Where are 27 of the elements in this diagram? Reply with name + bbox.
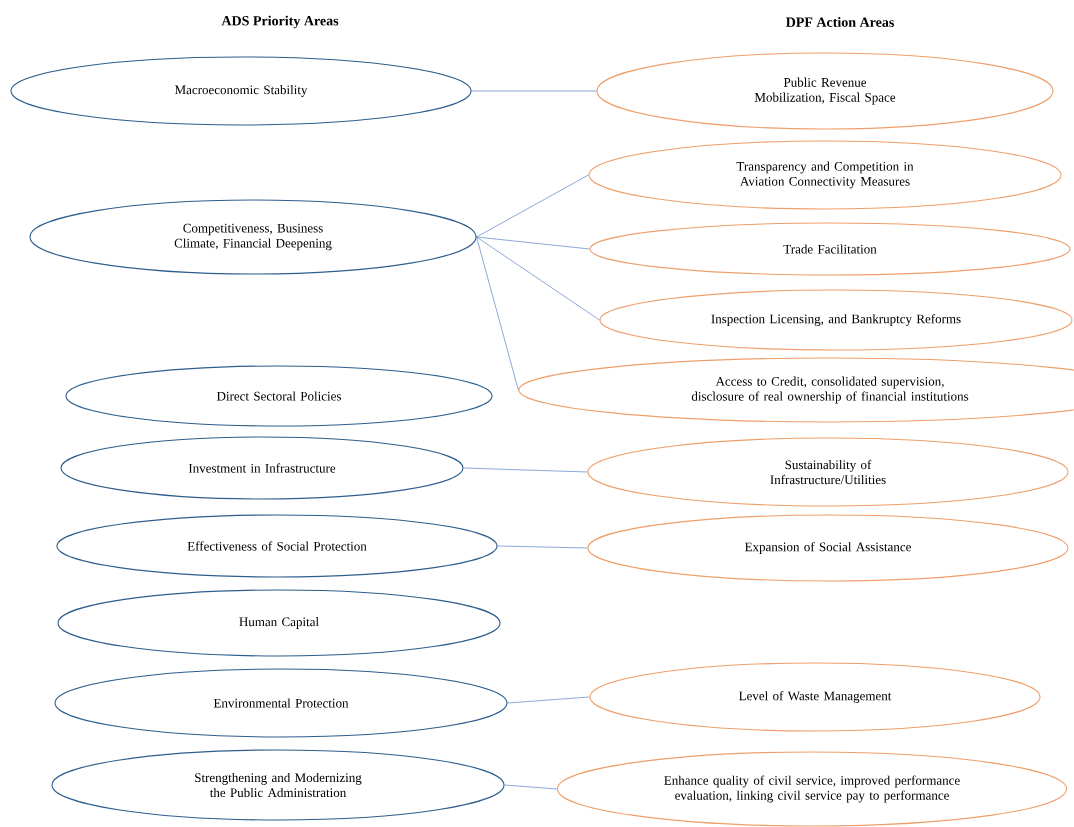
ellipse-node: Human Capital (57, 589, 501, 657)
connector-line (476, 236, 519, 391)
connector-line (507, 696, 590, 704)
connector-line (463, 467, 588, 473)
ellipse-node: Competitiveness, Business Climate, Financial Deepening (29, 199, 477, 275)
ellipse-node: Public Revenue Mobilization, Fiscal Space (596, 52, 1054, 130)
connector-line (504, 784, 558, 790)
ellipse-node: Sustainability of Infrastructure/Utilities (587, 437, 1069, 507)
connector-line (497, 545, 588, 549)
connector-line (476, 174, 589, 238)
connector-line (476, 236, 600, 321)
column-heading: ADS Priority Areas (221, 15, 339, 29)
ellipse-node: Strengthening and Modernizing the Public Administration (51, 749, 505, 821)
ellipse-node: Trade Facilitation (589, 222, 1071, 276)
ellipse-node: Inspection Licensing, and Bankruptcy Reforms (599, 289, 1073, 351)
ellipse-node: Effectiveness of Social Protection (56, 514, 498, 578)
column-heading: DPF Action Areas (785, 17, 894, 27)
connector-line (476, 236, 590, 250)
ellipse-node: Level of Waste Management (589, 662, 1041, 732)
ellipse-node: Macroeconomic Stability (10, 56, 472, 126)
connector-line (471, 90, 597, 92)
ellipse-node: Direct Sectoral Policies (65, 365, 493, 427)
ellipse-node: Investment in Infrastructure (60, 436, 464, 500)
ellipse-node: Enhance quality of civil service, improved performance evaluation, linking civil service pay to performance (556, 751, 1068, 827)
ellipse-node: Transparency and Competition in Aviation Connectivity Measures (588, 140, 1062, 210)
ellipse-node: Environmental Protection (54, 668, 508, 738)
ellipse-node: Expansion of Social Assistance (587, 514, 1069, 582)
